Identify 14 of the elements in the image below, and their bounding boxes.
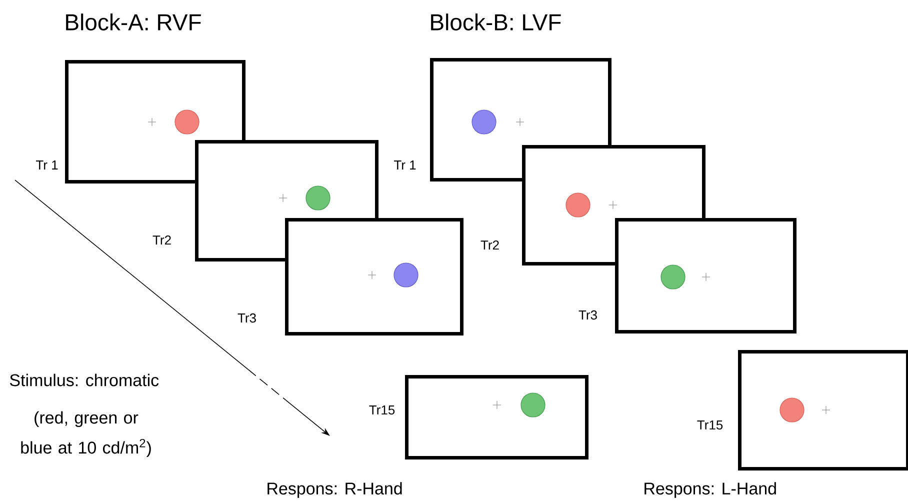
trial-label: Tr2 <box>480 240 499 250</box>
trial-label: Tr2 <box>152 235 171 245</box>
screen-box <box>405 375 588 460</box>
trial-label: Tr 1 <box>394 160 416 170</box>
trial-label: Tr 1 <box>36 160 58 170</box>
screen-box <box>615 218 796 334</box>
trial-label: Tr3 <box>578 310 597 320</box>
stimulus-note: (red, green or blue at 10 cd/m$^{2}$) <box>21 411 151 458</box>
screen-box <box>738 350 908 470</box>
stimulus-label: Stimulus: chromatic <box>10 374 159 386</box>
trial-label: Tr15 <box>369 405 395 415</box>
trial-label: Tr3 <box>238 313 256 323</box>
screen-box <box>285 218 464 336</box>
trial-label: Tr15 <box>697 420 723 430</box>
